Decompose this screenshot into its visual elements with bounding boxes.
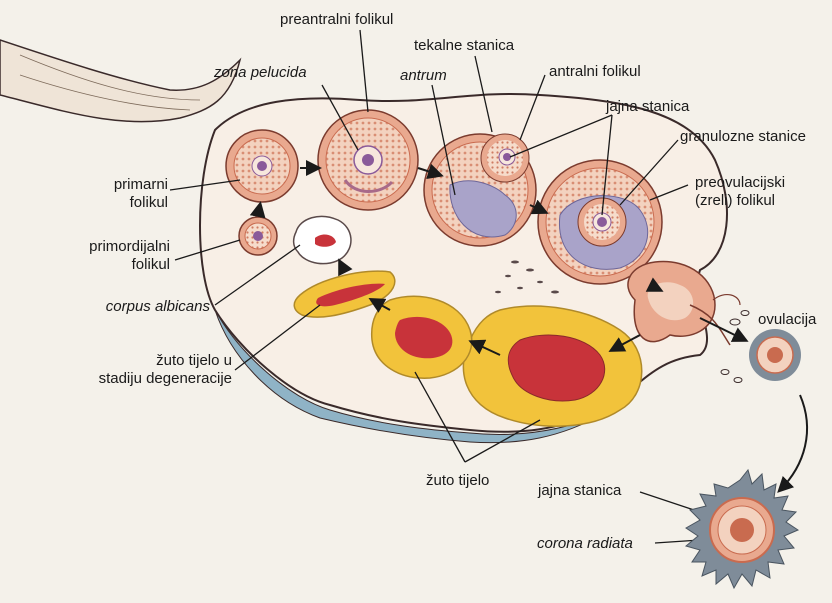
- label-oocyte-top: jajna stanica: [606, 98, 689, 116]
- label-degenerating-cl-1: žuto tijelo u: [60, 352, 232, 370]
- preantral-follicle: [318, 110, 418, 210]
- label-ovulation: ovulacija: [758, 311, 816, 329]
- label-granulosa-cells: granulozne stanice: [680, 128, 806, 146]
- ligament: [0, 40, 240, 122]
- label-primary-follicle-2: folikul: [92, 194, 168, 212]
- label-oocyte-bottom: jajna stanica: [538, 482, 621, 500]
- label-preovulatory-1: preovulacijski: [695, 174, 785, 192]
- label-primordial-1: primordijalni: [50, 238, 170, 256]
- corpus-albicans: [294, 216, 351, 263]
- label-degenerating-cl-2: stadiju degeneracije: [60, 370, 232, 388]
- label-corpus-luteum: žuto tijelo: [426, 472, 489, 490]
- label-corpus-albicans: corpus albicans: [60, 298, 210, 316]
- primordial-follicle: [239, 217, 277, 255]
- label-zona-pellucida: zona pelucida: [214, 64, 307, 82]
- label-theca-cells: tekalne stanica: [414, 37, 514, 55]
- antral-follicle: [424, 134, 536, 246]
- released-oocyte: [749, 329, 801, 381]
- primary-follicle: [226, 130, 298, 202]
- label-antral-follicle: antralni folikul: [549, 63, 641, 81]
- label-preovulatory-2: (zreli) folikul: [695, 192, 775, 210]
- label-primordial-2: folikul: [50, 256, 170, 274]
- label-preantral-follicle: preantralni folikul: [280, 11, 393, 29]
- label-primary-follicle-1: primarni: [92, 176, 168, 194]
- label-corona-radiata: corona radiata: [537, 535, 633, 553]
- label-antrum: antrum: [400, 67, 447, 85]
